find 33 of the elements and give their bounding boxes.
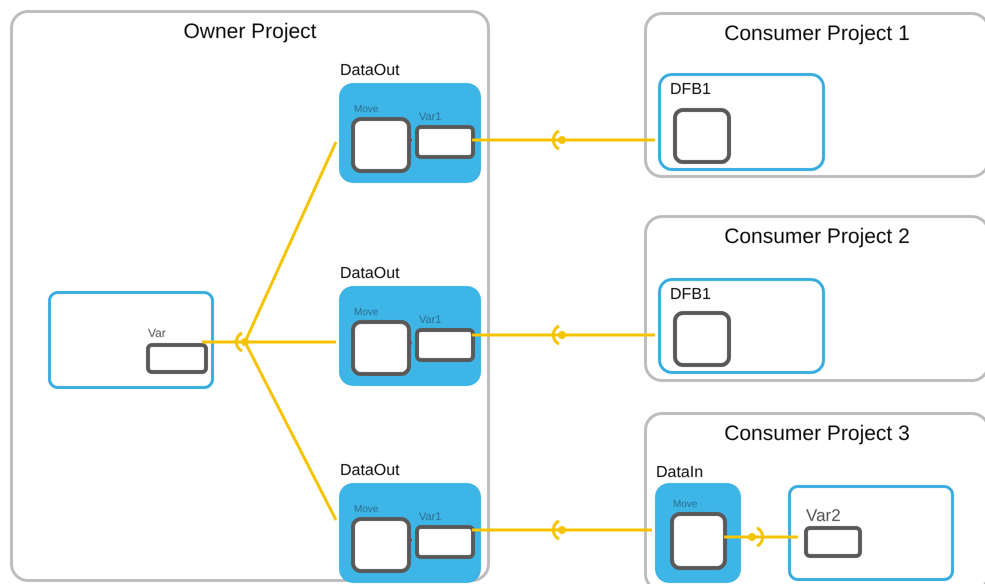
block-title: DataOut <box>340 461 400 481</box>
panel-title: Owner Project <box>183 19 317 45</box>
component-box <box>788 485 954 581</box>
port-label: Var1 <box>419 510 442 524</box>
block-body <box>673 108 731 164</box>
panel-title: Consumer Project 3 <box>724 421 910 447</box>
port-label: Var2 <box>806 506 841 526</box>
connector-line <box>472 334 655 336</box>
block-body <box>673 311 731 367</box>
connector-line <box>724 536 798 538</box>
panel-title: Consumer Project 1 <box>724 21 910 47</box>
project-panel <box>10 10 490 582</box>
project-panel <box>644 215 985 382</box>
component-box <box>48 291 214 389</box>
block-title: DataOut <box>340 264 400 284</box>
component-title: DFB1 <box>670 285 711 305</box>
port-label: Move <box>354 103 378 116</box>
port-label: Move <box>354 503 378 516</box>
block-title: DataOut <box>340 61 400 81</box>
port-label: Var1 <box>419 313 442 327</box>
port-label: Move <box>354 306 378 319</box>
component-box <box>658 278 825 374</box>
connector-line <box>472 528 652 532</box>
project-panel <box>644 412 985 584</box>
port-label: Move <box>673 498 698 511</box>
component-box <box>658 73 825 171</box>
connector-line <box>472 138 655 142</box>
port-label: Var1 <box>419 110 442 124</box>
block-title: DataIn <box>656 463 704 483</box>
port-label: Var <box>148 326 166 341</box>
project-panel <box>644 12 985 178</box>
panel-title: Consumer Project 2 <box>724 224 910 250</box>
component-title: DFB1 <box>670 80 711 100</box>
